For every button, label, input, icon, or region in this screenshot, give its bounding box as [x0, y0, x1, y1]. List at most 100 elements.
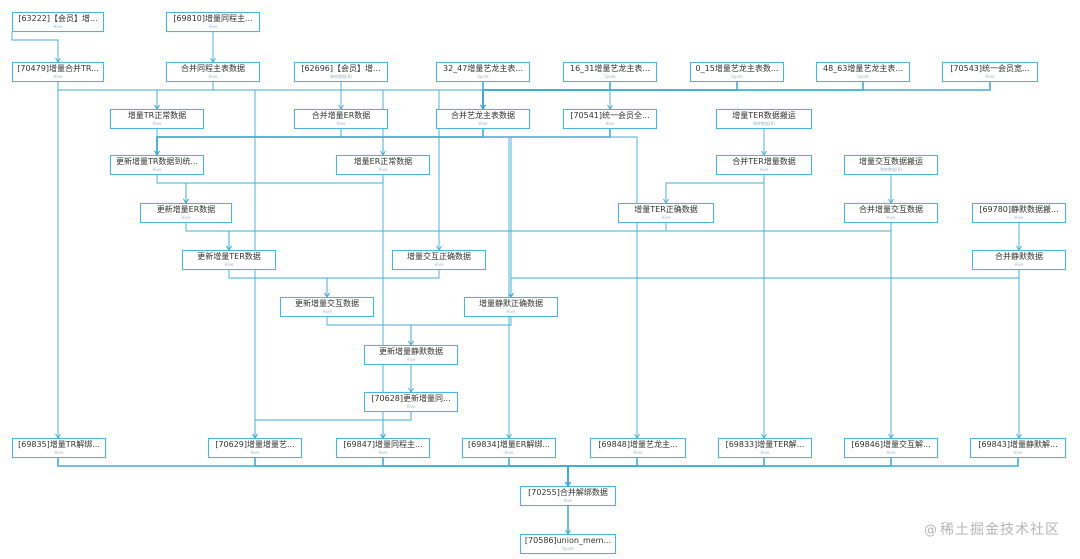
node-type: Hive [506, 309, 516, 314]
task-node-69835[interactable]: [69835]增量TR解绑...Hive [12, 438, 106, 458]
node-type: Hive [633, 450, 643, 455]
edge [156, 175, 187, 203]
edge [11, 32, 59, 62]
task-node-69848[interactable]: [69848]增量艺龙主...Hive [590, 438, 686, 458]
edge [382, 412, 412, 438]
node-type: Hive [504, 450, 514, 455]
edge [410, 317, 512, 345]
task-node-69780[interactable]: [69780]静默数据搬...Hive [972, 203, 1066, 223]
task-node-32-47-elong-main[interactable]: 32_47增量艺龙主表...Spark [436, 62, 530, 82]
task-node-0-15-elong-main[interactable]: 0_15增量艺龙主表数...Spark [690, 62, 784, 82]
edge [254, 412, 412, 438]
edge [57, 458, 569, 486]
node-label: [69780]静默数据搬... [979, 205, 1059, 214]
node-label: 合并增量交互数据 [859, 205, 923, 214]
task-node-62696[interactable]: [62696]【会员】增...跨库数据(B) [294, 62, 388, 82]
node-type: 跨库数据(B) [880, 167, 902, 172]
edge [340, 129, 384, 155]
node-label: [70628]更新增量同... [371, 394, 451, 403]
node-label: [70586]union_mem... [524, 536, 612, 545]
task-node-48-63-elong-main[interactable]: 48_63增量艺龙主表...Spark [816, 62, 910, 82]
edge [482, 82, 738, 109]
node-label: 更新增量ER数据 [156, 205, 216, 214]
node-label: 16_31增量艺龙主表... [570, 64, 650, 73]
edge [665, 175, 765, 203]
task-node-63222[interactable]: [63222]【会员】增...Hive [12, 12, 104, 32]
task-node-70541[interactable]: [70541]统一会员全...Hive [563, 109, 657, 129]
task-node-69846[interactable]: [69846]增量交互解...Hive [844, 438, 938, 458]
watermark-at: @ [924, 523, 938, 538]
node-label: 0_15增量艺龙主表数... [695, 64, 779, 73]
edge [156, 129, 611, 155]
edge [567, 458, 1019, 486]
edge [156, 82, 214, 109]
node-label: [70543]统一会员宽... [950, 64, 1030, 73]
node-type: Hive [563, 498, 573, 503]
node-type: Spark [562, 546, 574, 551]
task-node-69834[interactable]: [69834]增量ER解绑...Hive [462, 438, 556, 458]
node-type: Hive [1014, 215, 1024, 220]
node-label: [70629]增量增量艺... [215, 440, 295, 449]
node-type: Hive [661, 215, 671, 220]
node-type: Hive [378, 167, 388, 172]
node-type: Hive [1014, 262, 1024, 267]
edge [382, 458, 569, 486]
task-node-70629[interactable]: [70629]增量增量艺...Hive [208, 438, 302, 458]
edge [567, 458, 892, 486]
task-node-update-tr[interactable]: 更新增量TR数据到统...Hive [110, 155, 204, 175]
task-node-70543[interactable]: [70543]统一会员宽...Hive [942, 62, 1038, 82]
node-label: [69848]增量艺龙主... [598, 440, 678, 449]
node-type: Hive [152, 167, 162, 172]
node-type: Spark [604, 74, 616, 79]
node-label: [62696]【会员】增... [301, 64, 381, 73]
node-type: Hive [322, 309, 332, 314]
edge [254, 458, 569, 486]
edge [156, 129, 484, 155]
task-node-70586[interactable]: [70586]union_mem...Spark [520, 534, 616, 554]
edge [482, 129, 512, 297]
watermark: @稀土掘金技术社区 [924, 519, 1060, 539]
edge [185, 223, 230, 250]
task-node-ter-transfer[interactable]: 增量TER数据搬运跨库数据(B) [716, 109, 812, 129]
node-label: 合并艺龙主表数据 [451, 111, 515, 120]
task-node-interact-transfer[interactable]: 增量交互数据搬运跨库数据(B) [844, 155, 938, 175]
task-node-70628[interactable]: [70628]更新增量同...Hive [364, 392, 458, 412]
task-node-70479[interactable]: [70479]增量合并TR...Hive [12, 62, 104, 82]
node-label: [70255]合并解绑数据 [528, 488, 608, 497]
edge [326, 270, 440, 297]
node-type: Hive [886, 215, 896, 220]
node-type: Hive [53, 74, 63, 79]
node-label: 增量交互正确数据 [407, 252, 471, 261]
edge [482, 129, 638, 438]
task-node-69810[interactable]: [69810]增量同程主...Hive [166, 12, 260, 32]
node-type: Hive [434, 262, 444, 267]
watermark-text: 稀土掘金技术社区 [940, 522, 1060, 538]
edge [228, 223, 892, 250]
task-node-69833[interactable]: [69833]增量TER解...Hive [718, 438, 812, 458]
task-node-16-31-elong-main[interactable]: 16_31增量艺龙主表...Spark [563, 62, 657, 82]
node-type: Hive [336, 121, 346, 126]
task-node-69847[interactable]: [69847]增量同程主...Hive [336, 438, 430, 458]
node-label: 48_63增量艺龙主表... [823, 64, 903, 73]
edge [567, 458, 638, 486]
node-type: Hive [250, 450, 260, 455]
task-node-69843[interactable]: [69843]增量静默解...Hive [970, 438, 1066, 458]
node-type: Hive [406, 357, 416, 362]
node-type: Hive [53, 24, 63, 29]
